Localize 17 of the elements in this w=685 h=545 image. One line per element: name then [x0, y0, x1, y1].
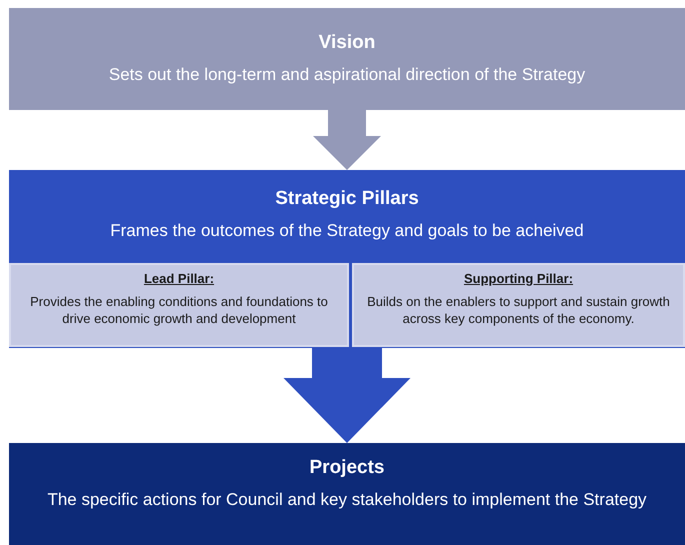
section-band: [9, 8, 685, 110]
description-text: The specific actions for Council and key stakeholders to implement the Strategy: [46, 489, 648, 511]
section-band: [9, 170, 685, 348]
description-text: Sets out the long-term and aspirational direction of the Strategy: [108, 64, 586, 86]
heading: Projects: [308, 457, 386, 479]
description-text: Frames the outcomes of the Strategy and goals to be acheived: [109, 220, 585, 242]
block-arrow: [313, 110, 381, 170]
section-band: [9, 443, 685, 545]
description-text: Builds on the enablers to support and sustain growth across key components of the economy.: [366, 294, 671, 328]
heading: Lead Pillar:: [142, 271, 216, 286]
pillar-box: [352, 263, 685, 347]
pillar-box: [9, 263, 349, 347]
heading: Vision: [318, 32, 376, 54]
heading: Strategic Pillars: [274, 188, 420, 210]
block-arrow: [284, 348, 410, 443]
heading: Supporting Pillar:: [462, 271, 574, 286]
description-text: Provides the enabling conditions and foundations to drive economic growth and development: [29, 294, 329, 328]
